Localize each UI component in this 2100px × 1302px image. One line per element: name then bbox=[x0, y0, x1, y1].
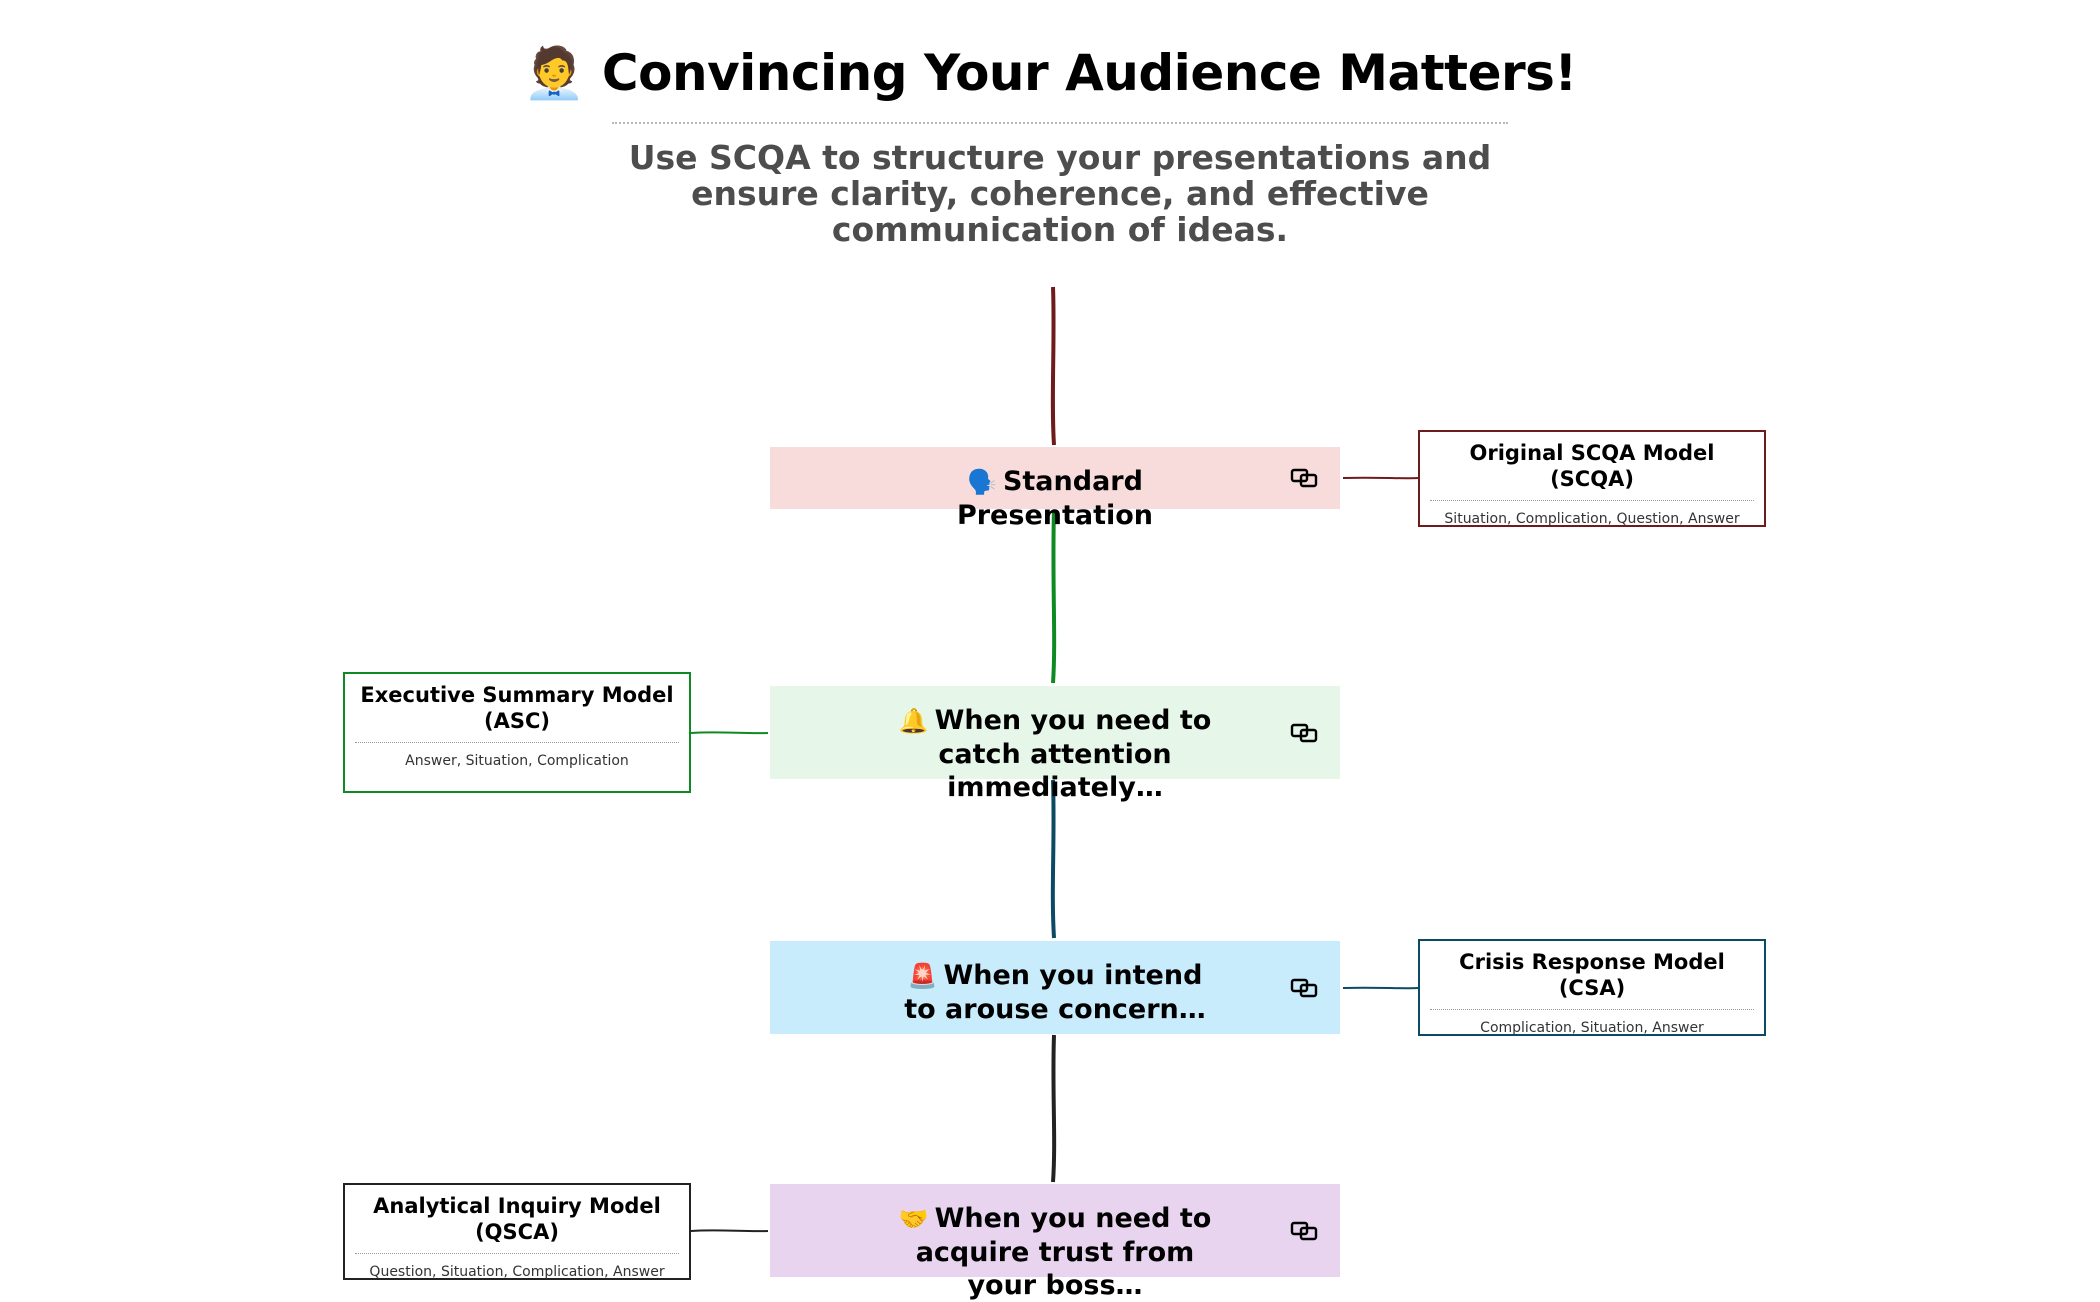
model-title: Original SCQA Model (SCQA) bbox=[1469, 441, 1715, 491]
connector-scqa bbox=[1342, 476, 1419, 480]
connector-csa bbox=[1342, 986, 1419, 990]
node-label: When you need to catch attention immedia… bbox=[934, 705, 1212, 803]
spine-segment-3 bbox=[1050, 779, 1056, 939]
model-box-scqa[interactable]: Original SCQA Model (SCQA) Situation, Co… bbox=[1418, 430, 1766, 527]
model-description: Question, Situation, Complication, Answe… bbox=[369, 1264, 665, 1280]
model-description: Situation, Complication, Question, Answe… bbox=[1444, 511, 1740, 527]
model-description: Complication, Situation, Answer bbox=[1480, 1020, 1704, 1036]
model-box-qsca[interactable]: Analytical Inquiry Model (QSCA) Question… bbox=[343, 1183, 691, 1280]
model-divider bbox=[1430, 500, 1754, 501]
spine-segment-1 bbox=[1050, 286, 1056, 446]
model-divider bbox=[355, 1253, 679, 1254]
model-box-asc[interactable]: Executive Summary Model (ASC) Answer, Si… bbox=[343, 672, 691, 793]
bell-emoji: 🔔 bbox=[898, 707, 929, 735]
spine-segment-4 bbox=[1051, 1034, 1057, 1183]
model-title: Executive Summary Model (ASC) bbox=[360, 683, 674, 733]
node-acquire-trust[interactable]: 🤝When you need to acquire trust from you… bbox=[770, 1184, 1340, 1301]
node-arouse-concern[interactable]: 🚨When you intend to arouse concern… bbox=[770, 941, 1340, 1034]
model-box-csa[interactable]: Crisis Response Model (CSA) Complication… bbox=[1418, 939, 1766, 1036]
connector-qsca bbox=[690, 1229, 769, 1233]
node-catch-attention[interactable]: 🔔When you need to catch attention immedi… bbox=[770, 686, 1340, 803]
model-title: Analytical Inquiry Model (QSCA) bbox=[373, 1194, 661, 1244]
model-description: Answer, Situation, Complication bbox=[405, 753, 629, 769]
node-label: Standard Presentation bbox=[956, 466, 1154, 531]
diagram-title: 🧑‍💼 Convincing Your Audience Matters! bbox=[523, 44, 1577, 102]
siren-emoji: 🚨 bbox=[907, 962, 938, 990]
diagram-subtitle: Use SCQA to structure your presentations… bbox=[628, 138, 1492, 249]
link-icon[interactable] bbox=[1290, 722, 1318, 744]
model-divider bbox=[355, 742, 679, 743]
model-divider bbox=[1430, 1009, 1754, 1010]
link-icon[interactable] bbox=[1290, 977, 1318, 999]
connector-asc bbox=[690, 731, 769, 735]
node-standard-presentation[interactable]: 🗣️Standard Presentation bbox=[770, 447, 1340, 531]
speaking-head-emoji: 🗣️ bbox=[967, 468, 997, 496]
link-icon[interactable] bbox=[1290, 1220, 1318, 1242]
spine-segment-2 bbox=[1051, 509, 1057, 684]
link-icon[interactable] bbox=[1290, 467, 1318, 489]
title-divider bbox=[612, 122, 1508, 124]
model-title: Crisis Response Model (CSA) bbox=[1459, 950, 1725, 1000]
handshake-emoji: 🤝 bbox=[898, 1205, 929, 1233]
node-label: When you intend to arouse concern… bbox=[904, 960, 1206, 1025]
node-label: When you need to acquire trust from your… bbox=[915, 1203, 1212, 1301]
